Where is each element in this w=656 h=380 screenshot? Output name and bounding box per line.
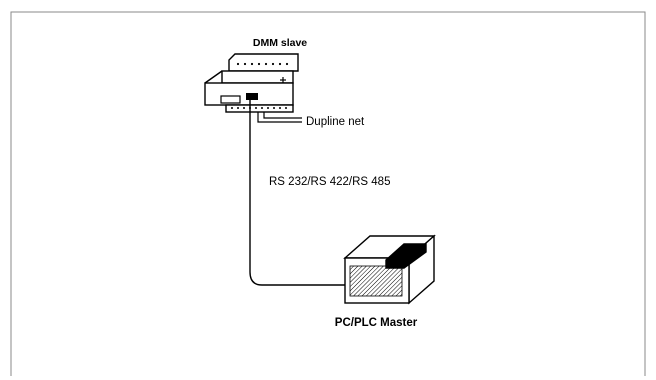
- top-terminal-screws: [236, 62, 289, 66]
- dupline-net-cable: [257, 112, 302, 123]
- diagram-frame: [10, 11, 646, 376]
- rs-bus-label: RS 232/RS 422/RS 485: [269, 176, 390, 188]
- rs-port-connector: [246, 93, 258, 100]
- dupline-net-label: Dupline net: [306, 116, 365, 128]
- dmm-slave-label: DMM slave: [253, 37, 307, 49]
- pc-plc-master-device: [343, 234, 436, 305]
- dmm-slave-device: [204, 53, 299, 113]
- rs-bus-cable: [249, 100, 352, 286]
- pc-plc-master-label: PC/PLC Master: [335, 317, 418, 329]
